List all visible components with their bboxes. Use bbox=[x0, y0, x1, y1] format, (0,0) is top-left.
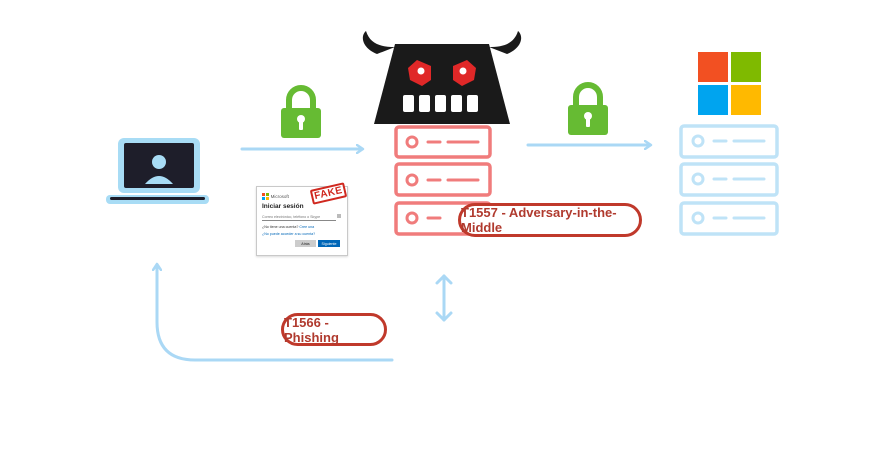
attacker-server-icon bbox=[362, 31, 522, 236]
microsoft-mini-logo-icon bbox=[262, 193, 269, 200]
aitm-technique-label: T1557 - Adversary-in-the-Middle bbox=[458, 203, 642, 237]
lock-icon bbox=[281, 85, 321, 138]
fake-login-email-input[interactable] bbox=[262, 213, 336, 221]
fake-login-title: Iniciar sesión bbox=[262, 203, 304, 210]
double-arrow-icon bbox=[435, 274, 453, 322]
fake-login-no-account: ¿No tiene una cuenta? Cree una bbox=[262, 225, 314, 229]
fake-login-page: Microsoft Iniciar sesión ¿No tiene una c… bbox=[256, 186, 348, 256]
microsoft-logo-icon bbox=[698, 52, 761, 115]
lock-icon bbox=[568, 82, 608, 135]
fake-login-brand-text: Microsoft bbox=[270, 193, 289, 199]
phishing-technique-label: T1566 - Phishing bbox=[281, 313, 387, 346]
next-button[interactable]: Siguiente bbox=[318, 240, 340, 247]
server-stack-icon bbox=[679, 124, 779, 236]
create-account-link[interactable]: Cree una bbox=[299, 225, 315, 229]
fake-login-brand: Microsoft bbox=[262, 193, 289, 200]
back-button[interactable]: Atrás bbox=[295, 240, 316, 247]
arrow-phishing-return bbox=[157, 265, 394, 362]
cant-access-link[interactable]: ¿No puede acceder a su cuenta? bbox=[262, 232, 316, 236]
laptop-user-icon bbox=[106, 138, 209, 204]
key-icon bbox=[337, 214, 341, 218]
no-account-text: ¿No tiene una cuenta? bbox=[262, 225, 299, 229]
